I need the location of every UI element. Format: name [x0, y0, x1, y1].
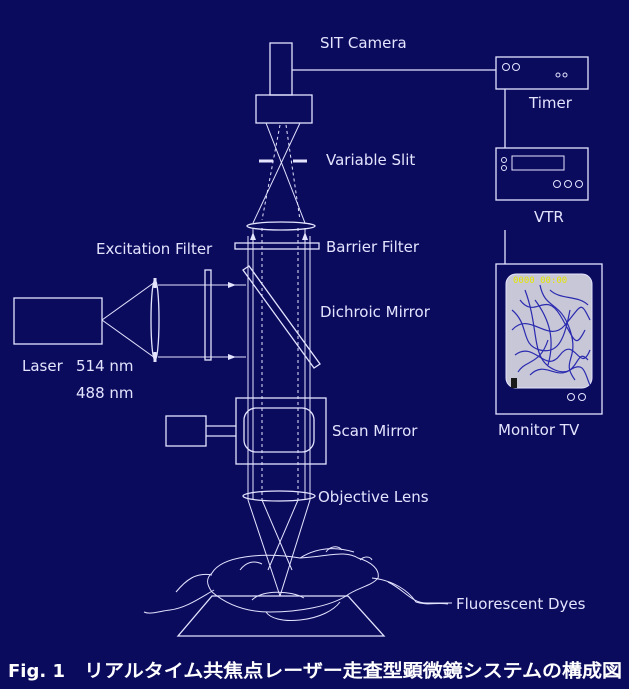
laser-wavelength-488: 488 nm	[76, 384, 134, 402]
barrier-filter-label: Barrier Filter	[326, 238, 420, 256]
variable-slit-label: Variable Slit	[326, 151, 415, 169]
scan-mirror-label: Scan Mirror	[332, 422, 418, 440]
scan-mirror	[165, 397, 327, 465]
fluorescent-dyes-label: Fluorescent Dyes	[456, 595, 586, 613]
monitor-tv: 0000 00:00	[495, 263, 603, 415]
dichroic-mirror-label: Dichroic Mirror	[320, 303, 431, 321]
vtr-label: VTR	[534, 208, 564, 226]
fluorescent-dyes-leader	[387, 581, 452, 604]
laser-label: Laser	[22, 357, 64, 375]
sit-camera	[255, 42, 313, 124]
excitation-filter	[204, 269, 212, 361]
laser-wavelength-514: 514 nm	[76, 357, 134, 375]
timer-label: Timer	[528, 94, 573, 112]
beam-expander	[101, 278, 160, 362]
barrier-filter	[234, 242, 320, 250]
monitor-timecode: 0000 00:00	[513, 276, 567, 286]
dichroic-mirror	[242, 265, 321, 369]
figure-caption: リアルタイム共焦点レーザー走査型顕微鏡システムの構成図	[84, 660, 622, 682]
relay-lens	[246, 221, 316, 231]
figure-number: Fig. 1	[8, 661, 65, 682]
specimen-stage	[176, 595, 386, 637]
timer-device	[495, 56, 589, 90]
vtr-device	[495, 147, 589, 201]
rat-specimen	[143, 546, 449, 621]
objective-lens	[242, 490, 316, 502]
excitation-filter-label: Excitation Filter	[96, 240, 213, 258]
focus-beam	[247, 499, 311, 597]
laser-source	[13, 297, 103, 345]
excitation-beam	[158, 282, 246, 360]
monitor-tv-label: Monitor TV	[498, 421, 580, 439]
main-beam-column	[247, 228, 311, 500]
objective-lens-label: Objective Lens	[318, 488, 429, 506]
neuron-image	[511, 284, 591, 386]
return-beam-upper	[252, 122, 306, 224]
sit-camera-label: SIT Camera	[320, 34, 407, 52]
